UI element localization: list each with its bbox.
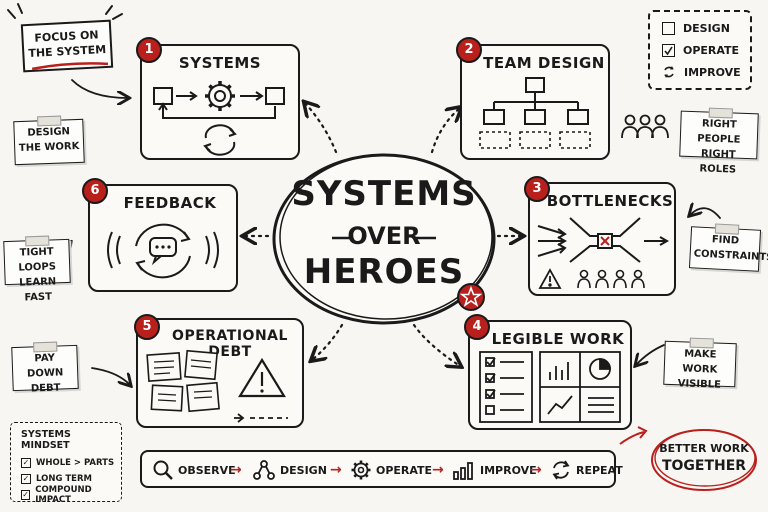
checked-checkbox-icon: ✓ xyxy=(21,490,31,500)
legend-item-operate: OPERATE xyxy=(662,39,750,61)
better-work-line2: TOGETHER xyxy=(661,458,747,474)
center-title-line3: HEROES xyxy=(303,252,465,292)
bottlenecks-title: BOTTLENECKS xyxy=(546,192,674,210)
bottlenecks-number-badge: 3 xyxy=(524,176,550,202)
flow-step-label: DESIGN xyxy=(280,463,327,477)
better-work-line1: BETTER WORK xyxy=(659,442,749,455)
note-design-the-work: DESIGN THE WORK xyxy=(13,115,85,166)
burst-lines xyxy=(7,3,123,20)
note-line: RIGHT ROLES xyxy=(699,148,737,176)
note-line: LEARN FAST xyxy=(19,276,57,304)
flow-step-label: OBSERVE xyxy=(178,463,236,477)
note-line: PAY DOWN xyxy=(26,352,64,380)
flow-arrow: → xyxy=(230,462,242,478)
legible-work-title: LEGIBLE WORK xyxy=(491,330,625,348)
team-design-box: TEAM DESIGN xyxy=(460,44,610,160)
cycle-arrows-icon xyxy=(552,460,570,480)
legend-label: IMPROVE xyxy=(684,65,741,79)
feedback-box: FEEDBACK xyxy=(88,184,238,292)
mindset-item-label: COMPOUND IMPACT xyxy=(35,485,92,505)
bar-chart-icon xyxy=(453,462,473,480)
note-make-work-visible: MAKE WORK VISIBLE xyxy=(663,337,737,391)
systems-diagram xyxy=(153,81,285,156)
flow-step-improve: IMPROVE xyxy=(452,452,537,488)
legend-item-design: DESIGN xyxy=(662,17,750,39)
note-line: DEBT xyxy=(30,382,61,395)
red-underline xyxy=(31,62,109,71)
center-title-line1: SYSTEMS xyxy=(291,174,477,214)
gear-icon xyxy=(205,81,235,111)
flow-step-label: REPEAT xyxy=(576,463,623,477)
flow-arrow: → xyxy=(432,462,444,478)
better-work-together: BETTER WORK TOGETHER xyxy=(648,424,760,494)
mindset-item-label: LONG TERM xyxy=(36,474,92,484)
warning-icon xyxy=(238,357,286,398)
feedback-number-badge: 6 xyxy=(82,178,108,204)
flow-step-label: IMPROVE xyxy=(480,463,537,477)
debt-pile-icon xyxy=(146,349,288,423)
note-line: TIGHT LOOPS xyxy=(18,246,57,274)
gear-icon xyxy=(351,460,371,480)
legible-work-number-badge: 4 xyxy=(464,314,490,340)
dashboard-icon xyxy=(479,351,621,423)
note-pay-down-debt: PAY DOWN DEBT xyxy=(11,341,79,395)
systems-mindset-box: SYSTEMS MINDSET ✓ WHOLE > PARTS ✓ LONG TER… xyxy=(10,422,122,505)
note-find-constraints: FIND CONSTRAINTS xyxy=(688,223,768,272)
mindset-item: ✓ COMPOUND IMPACT xyxy=(21,485,121,505)
note-line: MAKE WORK xyxy=(682,348,718,376)
note-line: THE WORK xyxy=(18,140,80,155)
note-tight-loops: TIGHT LOOPS LEARN FAST xyxy=(3,235,71,303)
magnifier-icon xyxy=(153,460,173,480)
org-chart-icon xyxy=(479,77,591,149)
queue-people-icon xyxy=(577,269,645,289)
empty-checkbox-icon xyxy=(662,21,675,35)
focus-note: FOCUS ON THE SYSTEM xyxy=(20,19,114,73)
note-line: CONSTRAINTS xyxy=(693,248,768,264)
people-icon xyxy=(621,114,669,139)
central-theme: SYSTEMS OVER HEROES xyxy=(270,150,498,328)
red-arrow xyxy=(619,431,645,445)
process-flow-bar: OBSERVE → DESIGN → OPERATE → IMPROVE → R… xyxy=(140,450,623,488)
bottleneck-diagram xyxy=(537,217,670,289)
checked-checkbox-icon xyxy=(662,43,675,57)
team-design-number-badge: 2 xyxy=(456,37,482,63)
flow-step-observe: OBSERVE xyxy=(152,452,236,488)
warning-icon xyxy=(538,268,562,289)
star-badge-icon xyxy=(457,283,485,311)
systems-box: SYSTEMS xyxy=(140,44,300,160)
bottlenecks-box: BOTTLENECKS xyxy=(528,182,676,296)
systems-number-badge: 1 xyxy=(136,37,162,63)
mindset-item: ✓ WHOLE > PARTS xyxy=(21,455,121,471)
legend: DESIGN OPERATE IMPROVE xyxy=(648,10,752,90)
nodes-icon xyxy=(253,460,275,480)
team-design-title: TEAM DESIGN xyxy=(483,54,605,72)
mindset-item-label: WHOLE > PARTS xyxy=(36,458,115,468)
cycle-arrows-icon xyxy=(664,66,674,78)
flow-step-repeat: REPEAT xyxy=(550,452,623,488)
operational-debt-title: OPERATIONAL DEBT xyxy=(172,328,288,360)
legend-label: DESIGN xyxy=(683,21,730,35)
checked-checkbox-icon: ✓ xyxy=(21,458,31,468)
note-right-people: RIGHT PEOPLE RIGHT ROLES xyxy=(679,107,759,176)
legible-work-box: LEGIBLE WORK xyxy=(468,320,632,430)
note-line: RIGHT PEOPLE xyxy=(697,118,741,146)
operational-debt-box: OPERATIONAL DEBT xyxy=(136,318,304,428)
flow-arrow: → xyxy=(530,462,542,478)
feedback-title: FEEDBACK xyxy=(123,194,217,212)
mindset-item: ✓ LONG TERM xyxy=(21,471,121,487)
mindset-title: SYSTEMS MINDSET xyxy=(21,429,71,451)
flow-arrow: → xyxy=(330,462,342,478)
note-line: VISIBLE xyxy=(677,378,722,391)
flow-step-operate: OPERATE xyxy=(350,452,432,488)
operational-debt-number-badge: 5 xyxy=(134,314,160,340)
legend-item-improve: IMPROVE xyxy=(662,61,750,83)
checked-checkbox-icon: ✓ xyxy=(21,474,31,484)
center-title-line2: OVER xyxy=(347,222,421,250)
flow-step-design: DESIGN xyxy=(252,452,327,488)
systems-title: SYSTEMS xyxy=(178,54,262,72)
flow-step-label: OPERATE xyxy=(376,463,433,477)
legend-label: OPERATE xyxy=(683,43,740,57)
feedback-loop-icon xyxy=(107,223,219,279)
